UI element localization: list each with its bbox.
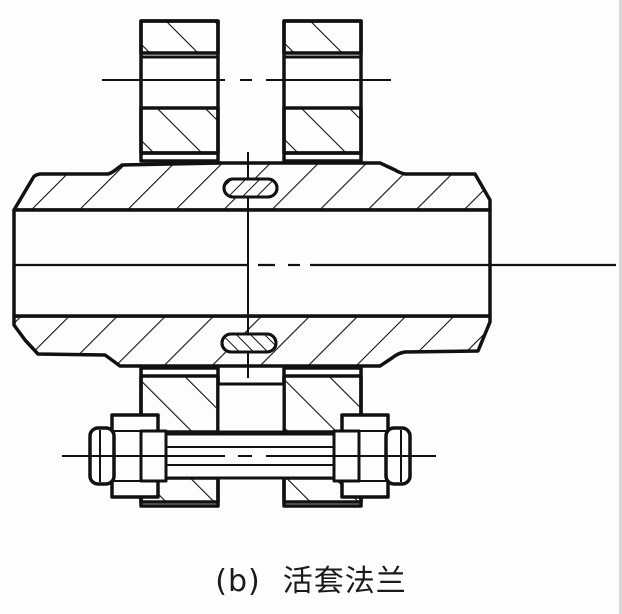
gasket-top: [222, 177, 279, 199]
lower-gap: [216, 382, 286, 434]
caption-label: (b): [215, 564, 261, 599]
upper-right-loose-flange: [282, 19, 363, 163]
caption-text: 活套法兰: [282, 564, 407, 599]
figure-caption: (b) 活套法兰: [0, 556, 622, 600]
upper-left-loose-flange: [139, 19, 220, 163]
image-edge-border: [619, 0, 622, 614]
gasket-bottom: [220, 332, 278, 354]
pipe-bore: [12, 208, 492, 318]
